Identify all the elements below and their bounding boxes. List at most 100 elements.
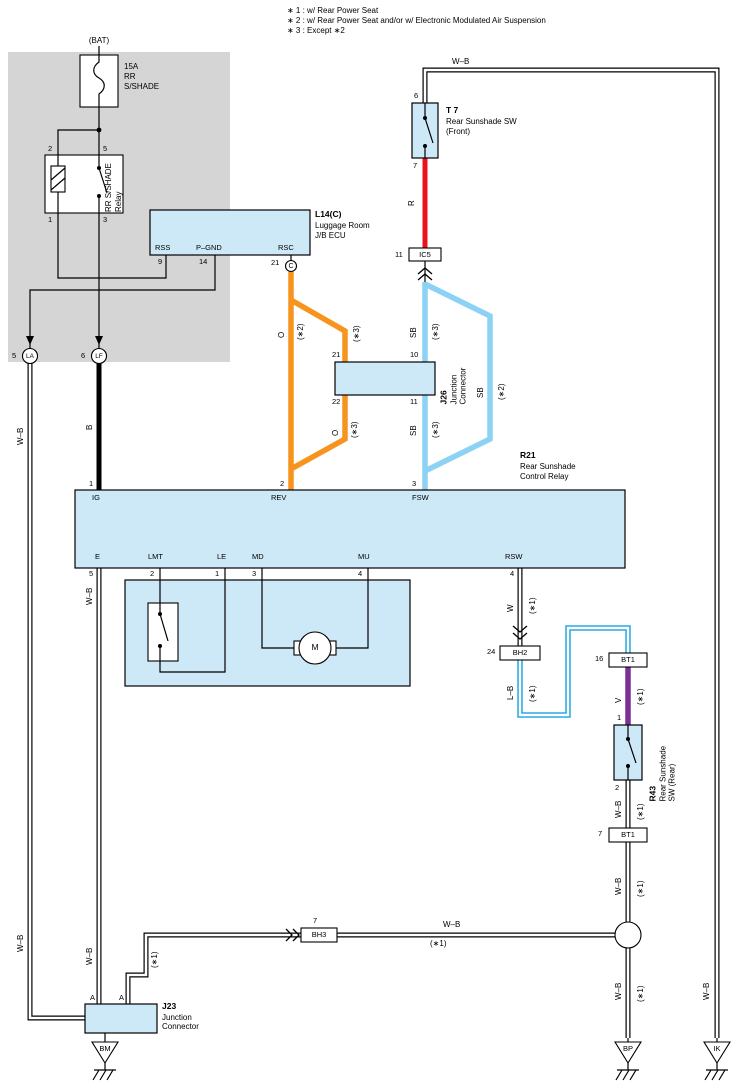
bat-label: (BAT) [88,36,110,45]
wire-label-wb-bh3: W–B [443,920,461,929]
bm-ground-hatch [92,1063,116,1081]
arrow-down-la [26,336,34,345]
motor-label: M [311,642,319,652]
j26-box [334,361,436,396]
t7-contact-dot [423,144,427,148]
bh3-code: BH3 [311,930,327,939]
bt1-upper-pin-num: 16 [595,654,604,663]
r43-switch [627,725,637,780]
relay-name-line2: Relay [113,191,123,212]
wire-label-s1-j23: (∗1) [150,951,159,968]
fuse-element [93,55,105,107]
t7-pin-6: 6 [414,91,419,100]
j26-desc-line1: Junction [449,374,458,405]
bt1-lower-pin-num: 7 [598,829,603,838]
wire-label-wb-right: W–B [702,982,711,1000]
r43-contact-dot [626,764,630,768]
wire-wb-left [27,363,86,1021]
wire-label-s1-bp: (∗1) [636,985,645,1002]
ic5-connector [408,247,442,262]
wire-lb-core [518,626,630,717]
ground-bp: BP [622,1044,633,1053]
r21-pin-5: 5 [89,569,94,578]
j26-pin-21: 21 [332,350,341,359]
bm-ground-triangle [91,1041,119,1065]
chevron-right-bh3 [285,928,300,942]
chevron-up-ic5 [417,267,433,281]
c-circle [284,259,298,273]
bh2-code: BH2 [512,648,528,657]
wire-label-wb-left-lower: W–B [16,934,25,952]
ground-bm: BM [99,1044,111,1053]
j26-id: J26 [438,390,449,405]
wire-label-wb-bp: W–B [614,982,623,1000]
la-connector-circle [21,347,39,365]
bh3-connector [300,927,338,943]
l14-pin-14: 14 [199,257,208,266]
wire-label-r: R [407,200,416,206]
l14-desc-line2: J/B ECU [315,231,346,240]
r21-terminal-rev: REV [271,493,287,502]
r43-contact-dot [626,737,630,741]
l14-pin-pgnd: P–GND [196,243,222,252]
bt1-lower-connector [608,827,648,843]
r21-terminal-fsw: FSW [412,493,429,502]
r21-terminal-md: MD [252,552,264,561]
wire-label-lb: L–B [506,685,515,700]
relay-contact-dot [97,194,101,198]
j23-desc-line2: Connector [162,1022,199,1031]
relay-name: RR S/SHADE Relay [104,163,123,212]
bt1-upper-code: BT1 [621,655,635,664]
r21-terminal-rsw: RSW [505,552,523,561]
j26-desc-line2: Connector [458,367,468,405]
wire-label-s1-r43: (∗1) [636,803,645,820]
j23-pin-a2: A [119,993,125,1002]
wire-label-wb-r43: W–B [614,800,623,818]
l14-pin-9: 9 [158,257,163,266]
limit-contact-dot [158,612,162,616]
bp-ground-hatch [615,1063,639,1081]
r21-pin-1: 1 [89,479,94,488]
r21-desc-line1: Rear Sunshade [520,462,576,471]
relay-pin-1: 1 [48,215,53,224]
r21-terminal-ig: IG [92,493,100,502]
l14-id: L14(C) [315,209,342,219]
lf-code: LF [95,353,103,360]
ground-ik: IK [713,1044,721,1053]
r43-pin-1: 1 [617,713,622,722]
r21-pin-b1: 1 [215,569,220,578]
wire-label-sb-lower: SB [409,425,418,436]
r43-desc-line2: SW (Rear) [667,763,677,802]
relay-name-line1: RR S/SHADE [104,163,113,212]
splice-circle [614,921,642,949]
j26-pin-10: 10 [410,350,419,359]
wire-wb-bh3-j23-core [126,933,301,1004]
wire-label-s1-lb: (∗1) [528,685,537,702]
wire-label-o-main: O [277,331,286,338]
ic5-code: IC5 [419,250,431,259]
wire-wb-top-right-core [423,68,719,1038]
wire-label-wb-left-upper: W–B [16,427,25,445]
ik-ground-triangle [703,1041,731,1065]
fuse-name-line1: RR [124,72,136,81]
wire-label-sb-bypass: SB [476,387,485,398]
wire-label-s3-sb-lower: (∗3) [431,421,440,438]
note-2: ∗ 2 : w/ Rear Power Seat and/or w/ Elect… [287,16,546,25]
wire-label-s1-bt1: (∗1) [636,880,645,897]
wire-label-wb-top: W–B [452,57,470,66]
bh2-pin-num: 24 [487,647,496,656]
wire-label-wb-e-lower: W–B [85,947,94,965]
fuse-name-line2: S/SHADE [124,82,160,91]
l14-pin-21: 21 [271,258,280,267]
bt1-upper-connector [608,652,648,668]
wire-label-s3-sb: (∗3) [431,323,440,340]
motor-wiring [261,568,369,649]
t7-contact-dot [423,116,427,120]
relay-pin-3: 3 [103,215,108,224]
la-pin-num: 5 [12,351,17,360]
l14-pin-rsc: RSC [278,243,294,252]
t7-pin-7: 7 [413,161,418,170]
j26-label: J26 Junction Connector [438,367,469,405]
